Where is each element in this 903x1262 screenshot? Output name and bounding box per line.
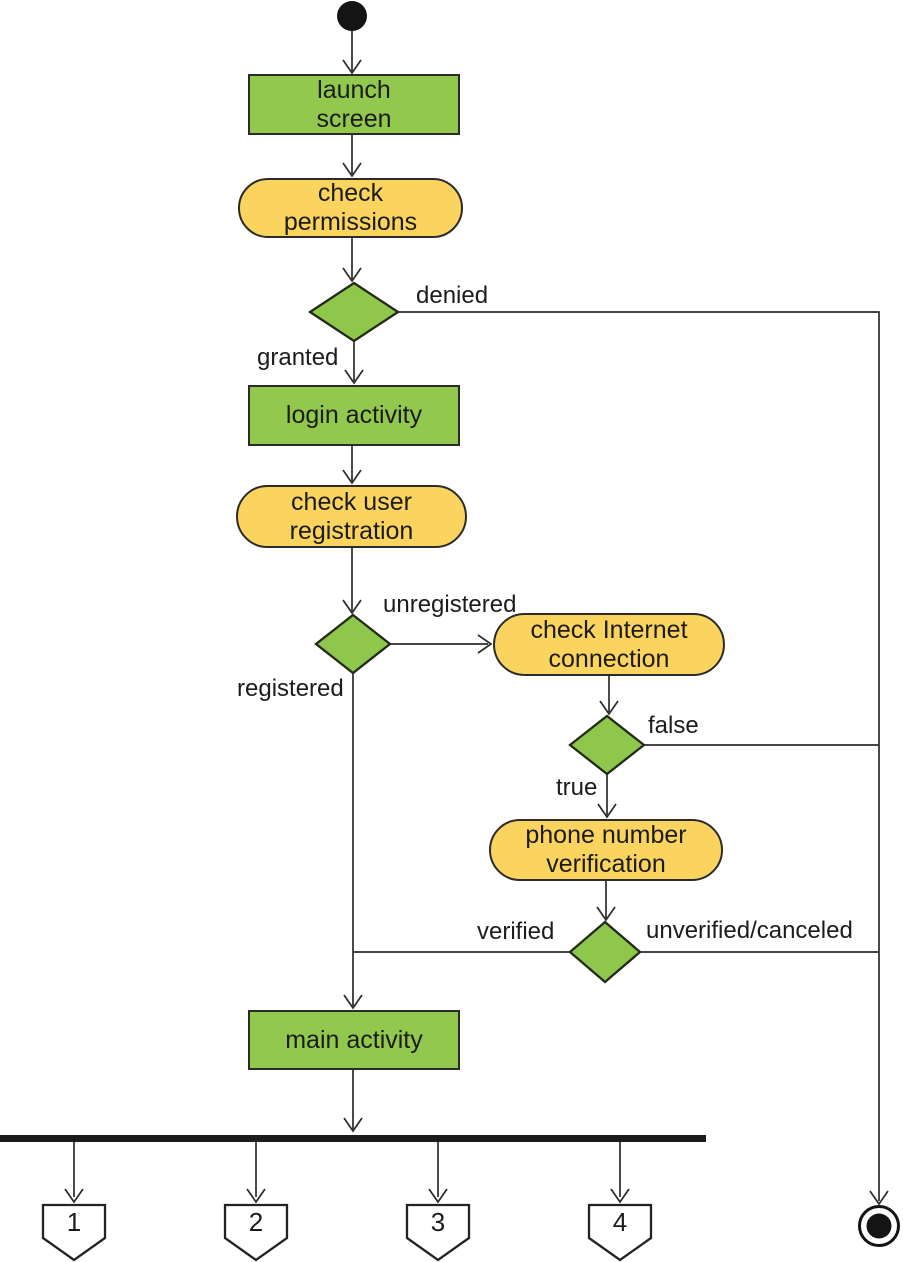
edge-label-false: false — [648, 712, 699, 739]
action-launch-screen-label-1: launch — [317, 75, 391, 104]
activity-check-permissions-label-1: check — [317, 179, 384, 207]
activity-check-permissions-label-2: permissions — [283, 208, 418, 236]
edge-label-granted: granted — [257, 344, 339, 371]
connector-2 — [223, 1203, 289, 1262]
connector-4 — [587, 1203, 653, 1262]
activity-check-internet-connection-label-1: check Internet — [530, 615, 688, 644]
fork-bar — [0, 1135, 706, 1142]
decision-permissions — [307, 281, 401, 343]
connector-1-label: 1 — [66, 1207, 82, 1237]
end-node-core — [866, 1213, 892, 1239]
action-main-activity-label: main activity — [285, 1025, 423, 1054]
activity-check-user-registration-label-1: check user — [291, 487, 412, 516]
action-login-activity-label: login activity — [285, 401, 423, 429]
activity-check-user-registration: check user registration — [236, 485, 467, 548]
action-login-activity: login activity — [248, 385, 460, 446]
edge-label-denied: denied — [416, 282, 489, 309]
edge-label-unregistered: unregistered — [383, 591, 517, 618]
activity-phone-number-verification-label-2: verification — [546, 850, 666, 878]
activity-check-permissions: check permissions — [238, 178, 463, 238]
edge-label-registered: registered — [237, 675, 344, 702]
edge-label-true: true — [556, 774, 598, 801]
arrowheads — [64, 59, 889, 1206]
decision-registration — [314, 613, 392, 675]
activity-phone-number-verification-label-1: phone number — [525, 821, 687, 849]
connector-2-label: 2 — [248, 1207, 264, 1237]
edge-denied-to-end — [398, 311, 880, 1201]
decision-internet — [568, 714, 646, 776]
edge-label-unverified-canceled: unverified/canceled — [646, 917, 853, 944]
edge-label-verified: verified — [477, 918, 555, 945]
connector-1 — [41, 1203, 107, 1262]
action-main-activity: main activity — [248, 1010, 460, 1070]
activity-phone-number-verification: phone number verification — [489, 819, 723, 881]
decision-verification — [568, 920, 642, 984]
connector-3 — [405, 1203, 471, 1262]
activity-check-user-registration-label-2: registration — [289, 516, 414, 545]
activity-check-internet-connection-label-2: connection — [548, 644, 670, 673]
action-launch-screen-label-2: screen — [316, 104, 392, 133]
action-launch-screen: launch screen — [248, 74, 460, 135]
connector-4-label: 4 — [612, 1207, 628, 1237]
activity-check-internet-connection: check Internet connection — [493, 613, 725, 676]
connector-3-label: 3 — [430, 1207, 446, 1237]
start-node — [337, 1, 367, 31]
